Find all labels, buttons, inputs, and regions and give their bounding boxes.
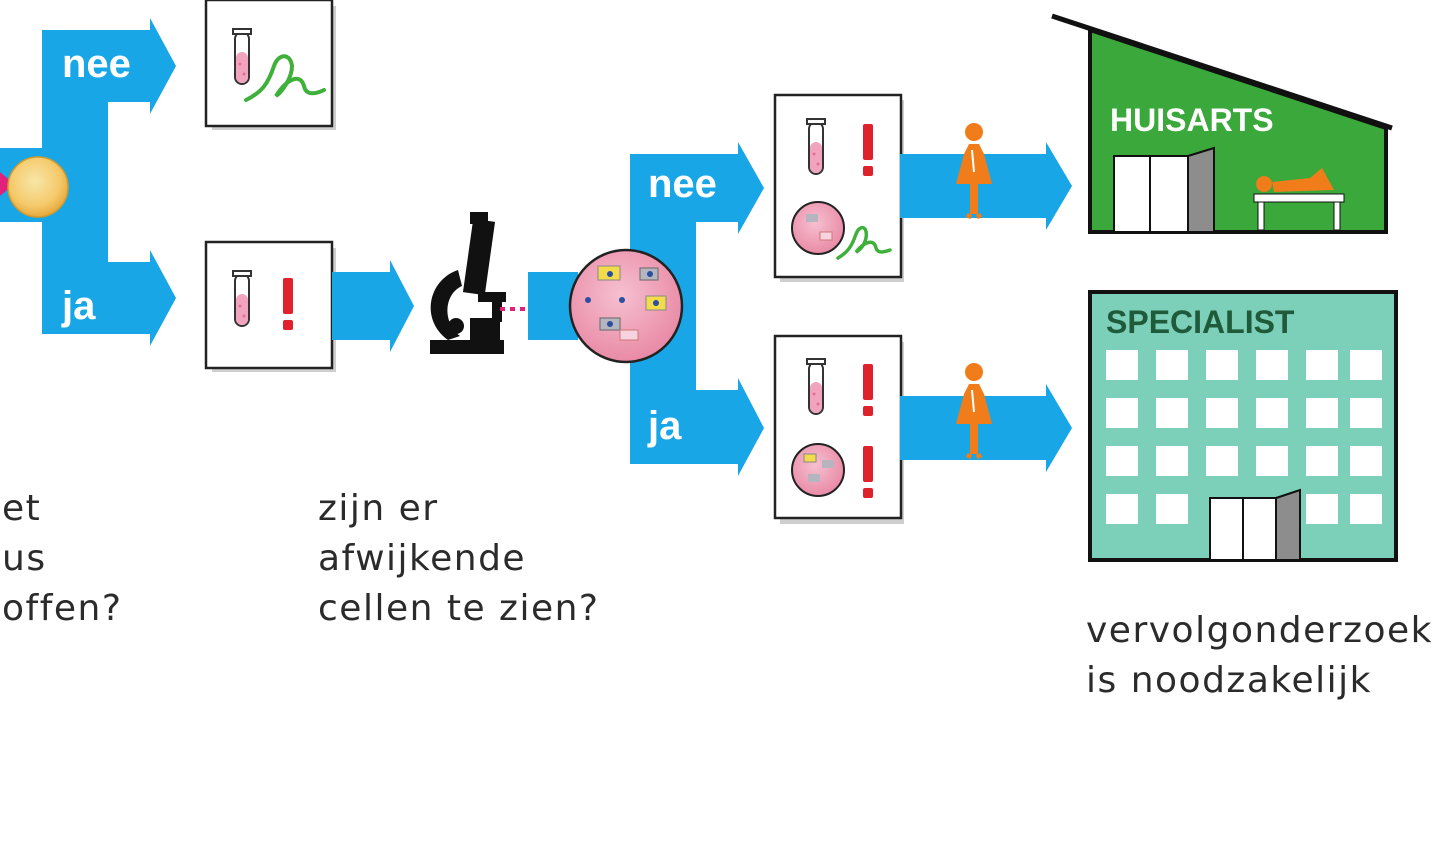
alert-icon xyxy=(863,446,873,498)
sample-ball-icon xyxy=(7,156,69,218)
caption-virus-question: et us offen? xyxy=(2,488,123,629)
input-arrow-icon xyxy=(0,172,14,196)
caption-cells-question: zijn er afwijkende cellen te zien? xyxy=(318,488,600,629)
alert-icon xyxy=(283,278,293,330)
cell-sample-icon xyxy=(791,201,845,255)
arrow-to-microscope xyxy=(332,260,414,352)
test-tube-icon xyxy=(232,270,252,327)
cell-sample-icon xyxy=(568,248,684,364)
specialist-label: SPECIALIST xyxy=(1106,304,1295,340)
arrow-to-specialist xyxy=(900,384,1072,472)
test-tube-icon xyxy=(806,358,826,415)
arrow-to-huisarts xyxy=(900,142,1072,230)
huisarts-label: HUISARTS xyxy=(1110,102,1274,138)
cell-sample-icon xyxy=(791,443,845,497)
branch2-no-label: nee xyxy=(648,162,717,206)
patient-bed-icon xyxy=(1253,168,1345,231)
alert-icon xyxy=(863,124,873,176)
test-tube-icon xyxy=(806,118,826,175)
ok-scribble-icon xyxy=(244,54,326,102)
huisarts-building xyxy=(1051,13,1393,234)
caption-followup: vervolgonderzoek is noodzakelijk xyxy=(1086,610,1433,701)
ok-scribble-icon xyxy=(836,225,892,260)
specialist-building xyxy=(1088,290,1398,562)
building-windows xyxy=(1106,350,1382,524)
branch2-yes-label: ja xyxy=(648,404,682,448)
alert-icon xyxy=(863,364,873,416)
fork-arrow-1 xyxy=(0,18,176,346)
fork-arrow-2 xyxy=(528,142,764,476)
branch1-no-label: nee xyxy=(62,42,131,86)
result-card-negative xyxy=(204,0,336,130)
result-card-positive xyxy=(204,240,336,372)
microscope-icon xyxy=(430,212,506,354)
test-tube-icon xyxy=(232,28,252,85)
branch1-yes-label: ja xyxy=(62,284,96,328)
result-card-cells-normal xyxy=(773,93,904,282)
result-card-cells-abnormal xyxy=(773,334,904,524)
